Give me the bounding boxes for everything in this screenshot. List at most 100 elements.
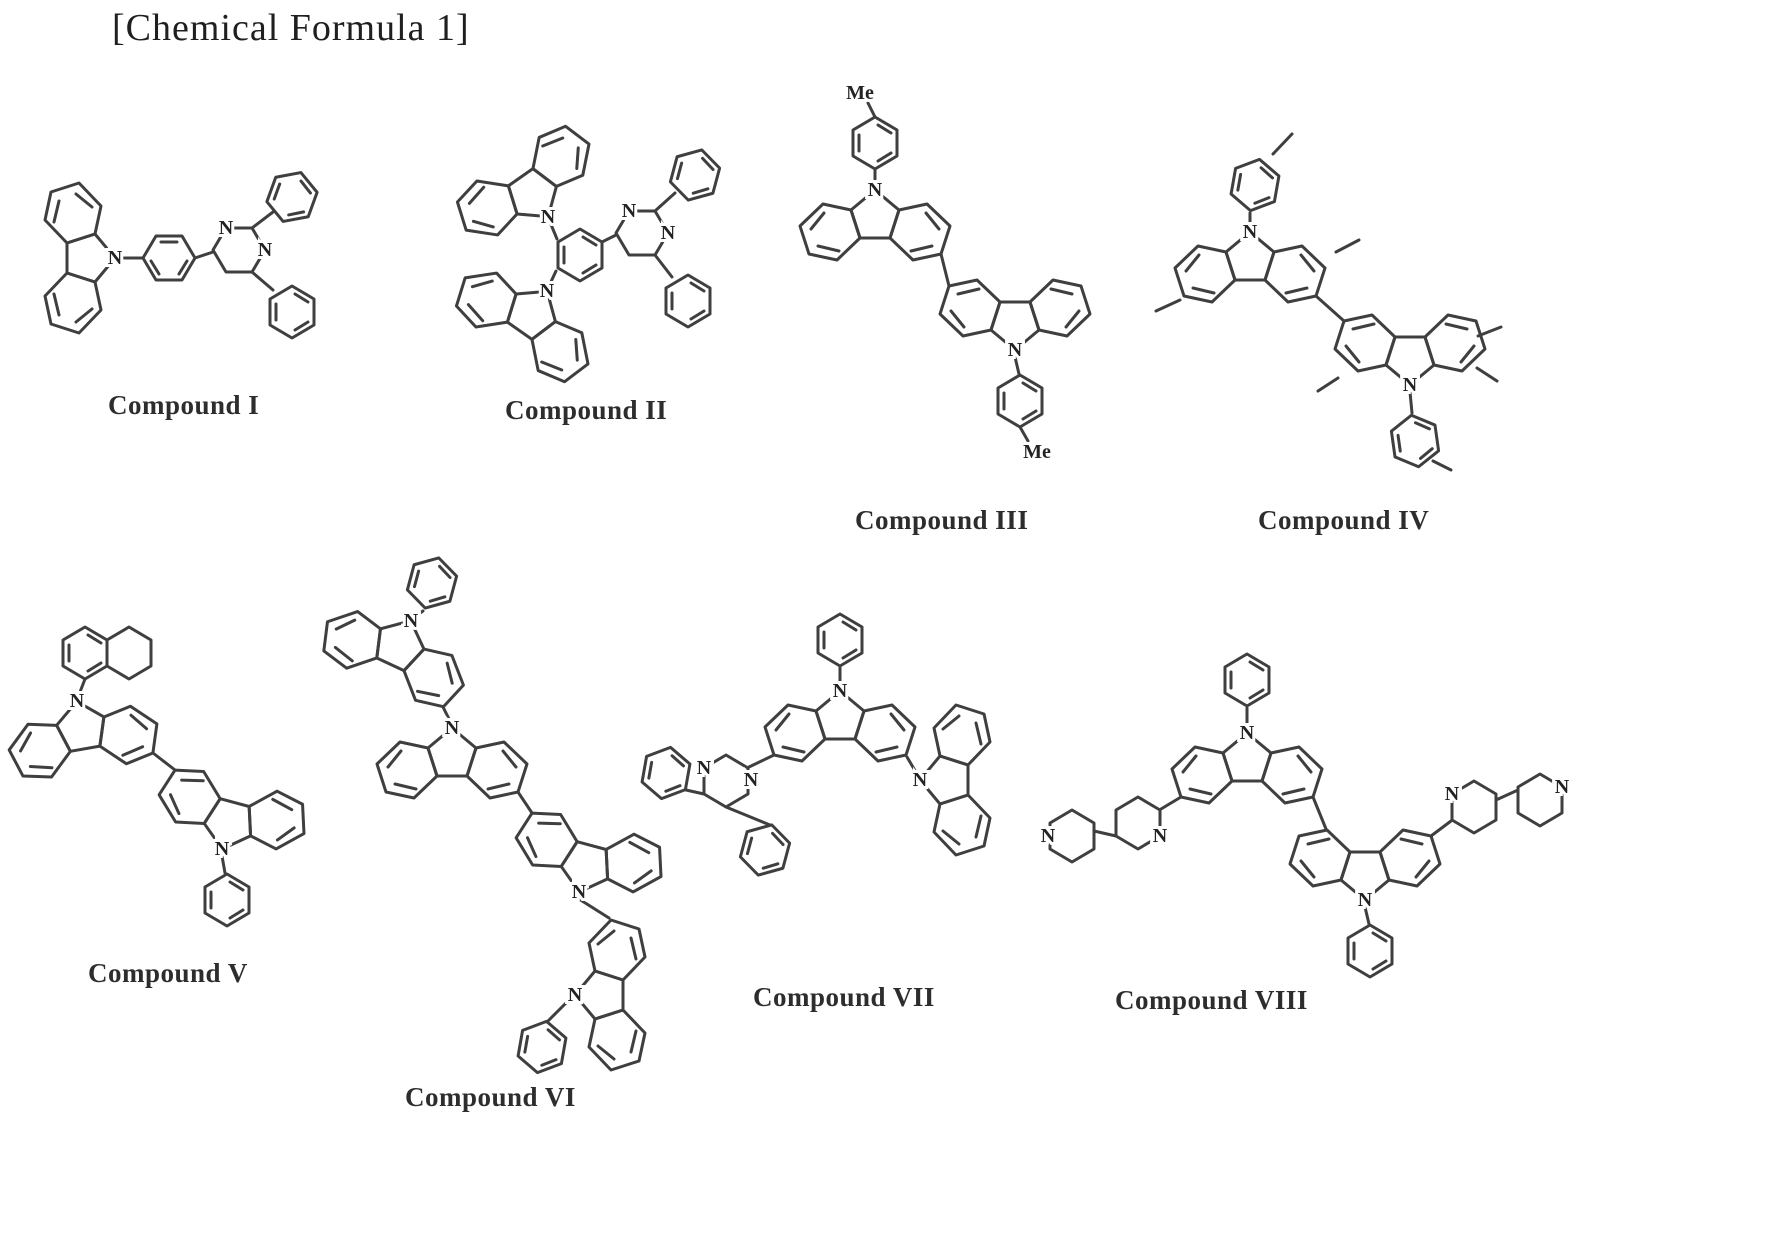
nitrogen-label: N — [697, 757, 712, 779]
carbazole-unit — [444, 246, 611, 394]
naphthalene-ring — [105, 625, 153, 681]
compound-v-label: Compound V — [88, 958, 248, 988]
methyl-bond — [1018, 425, 1030, 443]
nitrogen-label: N — [258, 239, 273, 261]
bond — [939, 252, 951, 288]
nitrogen-label: N — [572, 881, 587, 903]
bond — [1311, 795, 1328, 831]
phenyl-ring — [816, 612, 864, 668]
phenylene-ring — [141, 234, 197, 282]
bond — [653, 253, 674, 279]
nitrogen-label: N — [1240, 722, 1255, 744]
phenyl-ring — [514, 1016, 570, 1078]
methyl-slash — [1271, 132, 1294, 156]
nitrogen-label: N — [1243, 221, 1258, 243]
methyl-label: Me — [846, 82, 874, 104]
bond — [1314, 294, 1346, 323]
nitrogen-label: N — [108, 247, 123, 269]
compound-vi-label: Compound VI — [405, 1082, 576, 1112]
nitrogen-label: N — [661, 222, 676, 244]
phenyl-ring — [203, 872, 251, 928]
bond — [684, 788, 706, 796]
methyl-slash — [1475, 366, 1499, 383]
nitrogen-label: N — [219, 217, 234, 239]
compound-viii-label: Compound VIII — [1115, 985, 1308, 1015]
bond — [1092, 829, 1118, 838]
carbazole-unit — [311, 587, 481, 718]
naphthalene-ring — [61, 625, 109, 681]
compound-iii-structure: Me N N Me — [798, 79, 1092, 466]
compound-iv-label: Compound IV — [1258, 505, 1430, 535]
carbazole-unit — [918, 703, 992, 857]
nitrogen-label: N — [622, 200, 637, 222]
phenyl-ring — [402, 550, 462, 616]
nitrogen-label: N — [1403, 374, 1418, 396]
bond — [545, 999, 570, 1024]
nitrogen-label: N — [868, 179, 883, 201]
compound-iv-structure: N N — [1154, 132, 1503, 472]
methyl-label: Me — [1023, 441, 1051, 463]
nitrogen-label: N — [1153, 825, 1168, 847]
compound-ii-label: Compound II — [505, 395, 668, 425]
nitrogen-label: N — [70, 690, 85, 712]
bond — [250, 270, 275, 292]
compound-iii-label: Compound III — [855, 505, 1029, 535]
methyl-slash — [1316, 376, 1340, 393]
compound-i-label: Compound I — [108, 390, 260, 420]
figure-title: [Chemical Formula 1] — [112, 7, 470, 49]
bond — [600, 233, 618, 244]
nitrogen-label: N — [540, 280, 555, 302]
phenyl-ring — [1346, 923, 1394, 979]
aryl-ring — [1227, 154, 1283, 216]
phenyl-ring — [260, 163, 324, 231]
compound-viii-structure: N N N N N N — [1038, 652, 1573, 979]
bond — [250, 210, 275, 230]
tolyl-ring — [851, 115, 899, 171]
nitrogen-label: N — [404, 610, 419, 632]
bond — [577, 897, 611, 920]
nitrogen-label: N — [1445, 783, 1460, 805]
bond — [905, 755, 919, 776]
bond — [441, 705, 454, 727]
nitrogen-label: N — [1358, 889, 1373, 911]
phenyl-ring — [665, 142, 725, 208]
bond — [1363, 905, 1371, 926]
nitrogen-label: N — [541, 206, 556, 228]
compound-vi-structure: N N N N — [311, 550, 672, 1078]
nitrogen-label: N — [833, 680, 848, 702]
bond — [1013, 355, 1021, 376]
phenyl-ring — [268, 284, 316, 340]
methyl-slash — [1154, 298, 1182, 313]
benzene-ring — [556, 227, 604, 283]
nitrogen-label: N — [1008, 339, 1023, 361]
bond — [151, 751, 177, 772]
bond — [747, 753, 776, 769]
bond — [547, 269, 558, 288]
phenyl-ring — [638, 742, 694, 804]
methyl-slash — [1334, 238, 1361, 254]
bond — [193, 250, 215, 260]
bond — [220, 854, 227, 875]
methyl-bond — [866, 101, 877, 119]
pyridine-ring — [1048, 808, 1096, 864]
bond — [653, 191, 677, 213]
bond — [548, 220, 559, 241]
bond — [1429, 819, 1453, 838]
bond — [724, 805, 772, 827]
nitrogen-label: N — [1041, 825, 1056, 847]
nitrogen-label: N — [445, 717, 460, 739]
methyl-slash — [1476, 325, 1503, 338]
carbazole-unit — [43, 181, 117, 335]
bond — [516, 790, 534, 815]
compound-ii-structure: N N N N — [444, 114, 725, 394]
phenyl-ring — [735, 817, 795, 883]
nitrogen-label: N — [913, 769, 928, 791]
bond — [412, 609, 425, 619]
bond — [1408, 390, 1414, 415]
compound-vii-structure: N N N N — [638, 612, 992, 883]
bond — [78, 677, 87, 694]
nitrogen-label: N — [1555, 776, 1570, 798]
compound-i-structure: N N N — [43, 163, 324, 340]
bond — [1494, 788, 1520, 802]
compound-vii-label: Compound VII — [753, 982, 935, 1012]
